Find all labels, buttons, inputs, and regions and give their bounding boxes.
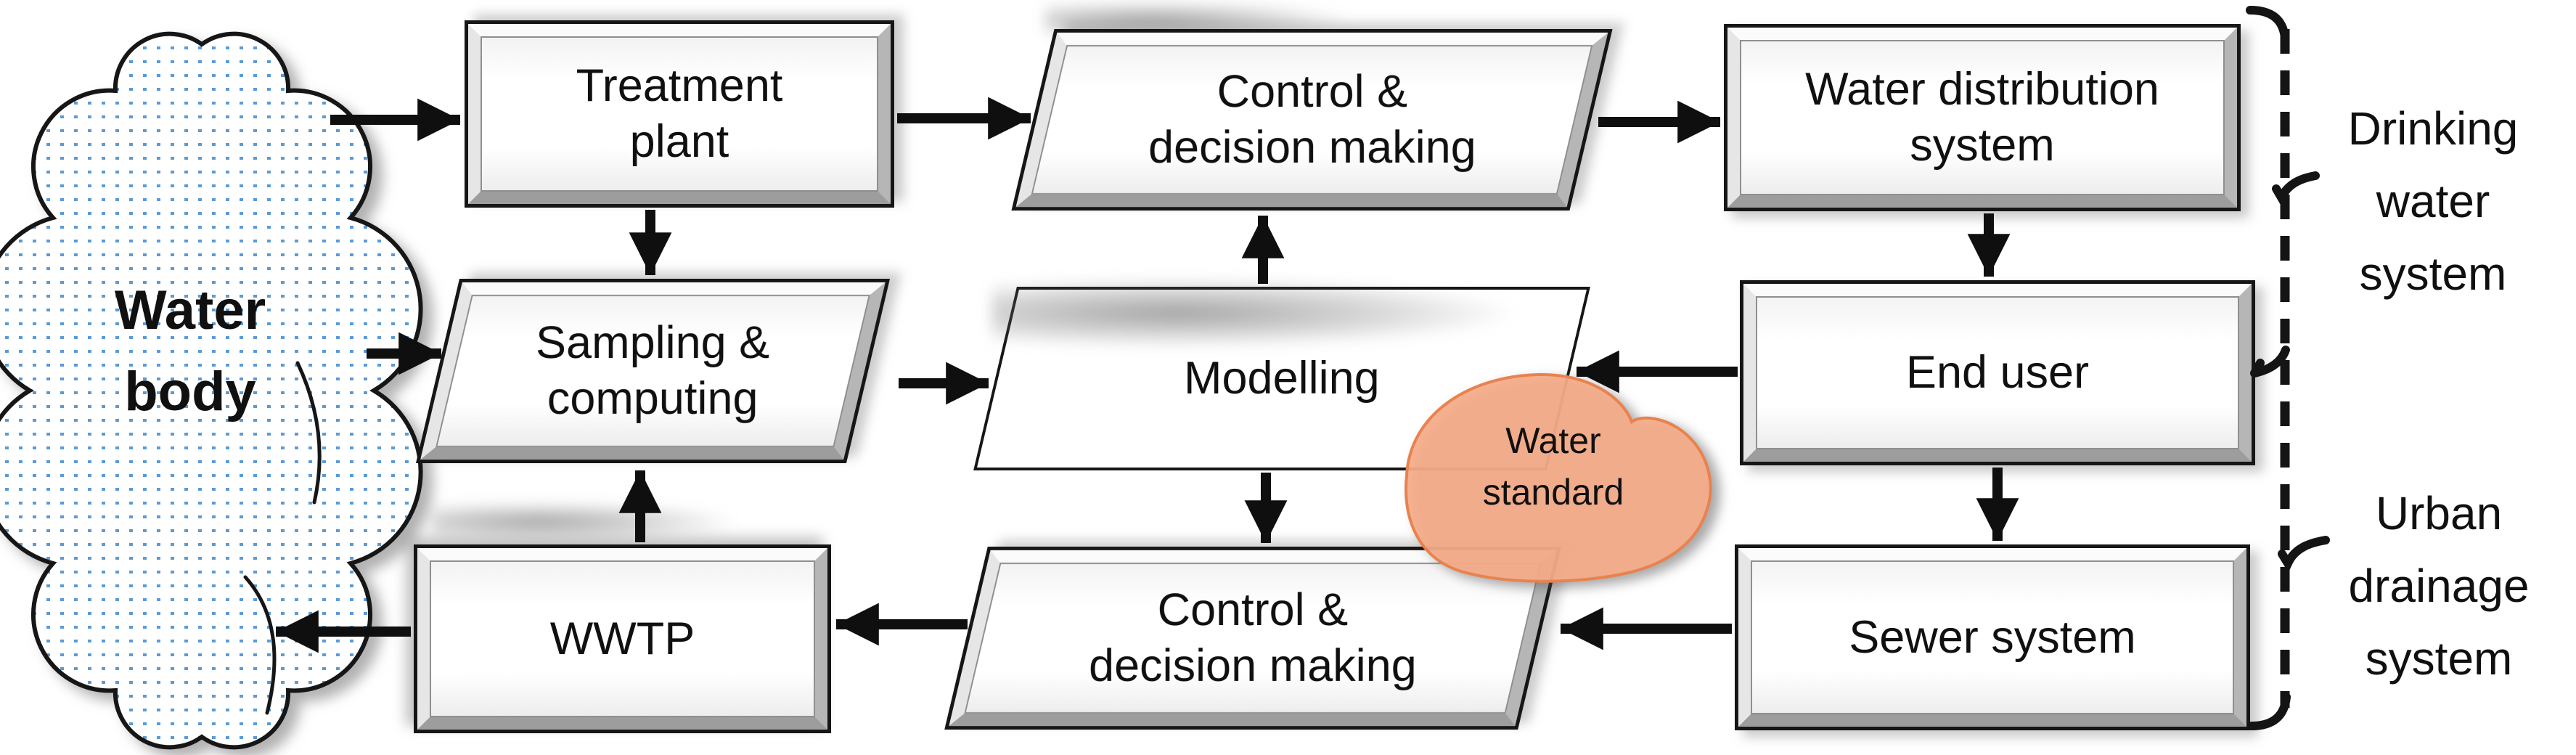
cloud-outline <box>0 31 423 750</box>
node-treatment-plant: Treatment plant <box>465 20 894 208</box>
node-wwtp: WWTP <box>414 544 831 733</box>
drinking-water-system-label: Drinking water system <box>2347 102 2519 300</box>
bevel-frame <box>468 24 891 204</box>
bevel-frame <box>1743 284 2252 462</box>
cloud-crease <box>295 361 322 505</box>
end-user-label: End user <box>1905 347 2090 399</box>
node-end-user: End user <box>1740 280 2255 465</box>
node-sewer-system: Sewer system <box>1735 544 2250 730</box>
bevel-inner <box>430 560 815 717</box>
brace-mid-curl <box>2250 346 2290 378</box>
node-water-distribution: Water distribution system <box>1724 24 2241 211</box>
cloud-crease <box>243 575 277 715</box>
brace-bottom-curl <box>2247 693 2291 730</box>
bevel-inner <box>1740 40 2225 195</box>
bevel-inner <box>1751 560 2234 714</box>
bevel-frame <box>417 548 827 730</box>
bevel-frame <box>1738 548 2246 727</box>
brace-pointer-urban <box>2278 536 2330 573</box>
water-distribution-label: Water distribution system <box>1805 64 2159 171</box>
brace-top-curl <box>2246 6 2289 42</box>
water-standard-outline <box>1404 372 1712 583</box>
water-standard-label: Water standard <box>1482 420 1624 513</box>
treatment-plant-label: Treatment plant <box>576 60 783 167</box>
bevel-inner <box>1756 296 2239 449</box>
water-body-label: Water body <box>114 279 266 423</box>
bevel-frame <box>1727 28 2237 208</box>
wwtp-label: WWTP <box>549 613 695 664</box>
bevel-inner <box>481 36 878 192</box>
brace-pointer-drinking <box>2272 171 2320 207</box>
sewer-system-label: Sewer system <box>1849 611 2136 663</box>
water-standard-shape <box>1406 374 1711 581</box>
urban-drainage-system-label: Urban drainage system <box>2348 487 2530 685</box>
